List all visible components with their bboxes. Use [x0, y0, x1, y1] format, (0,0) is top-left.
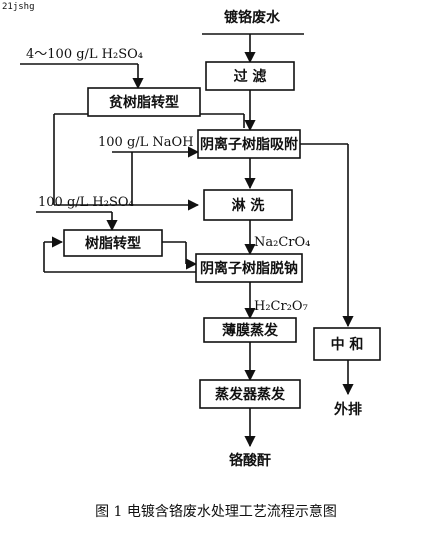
step-anion-regen-label: 阴离子树脂脱钠: [200, 260, 298, 277]
step-evaporator: 蒸发器蒸发: [199, 379, 301, 409]
step-neutralize-label: 中 和: [331, 336, 364, 353]
input-label: 镀铬废水: [224, 9, 281, 26]
step-film-evap: 薄膜蒸发: [203, 317, 297, 343]
step-resin-regen-label: 贫树脂转型: [109, 94, 179, 111]
step-rinse-label: 淋 洗: [232, 197, 265, 214]
h2so4-label: 100 g/L H₂SO₄: [38, 195, 134, 210]
step-neutralize: 中 和: [313, 327, 381, 361]
h2cr2o7-label: H₂Cr₂O₇: [254, 299, 308, 314]
watermark: 21jshg: [2, 2, 35, 12]
output-product: 铬酸酐: [229, 452, 271, 469]
acid-label: 4～100 g/L H₂SO₄: [26, 47, 143, 62]
step-resin-convert-label: 树脂转型: [85, 235, 141, 252]
step-anion-regen: 阴离子树脂脱钠: [195, 253, 303, 283]
step-film-evap-label: 薄膜蒸发: [222, 322, 279, 339]
step-resin-regen: 贫树脂转型: [87, 87, 201, 117]
step-evaporator-label: 蒸发器蒸发: [215, 386, 286, 403]
step-resin-convert: 树脂转型: [63, 229, 163, 257]
na2cro4-label: Na₂CrO₄: [254, 235, 310, 250]
connectors: [20, 33, 354, 448]
step-anion-adsorb-label: 阴离子树脂吸附: [200, 136, 298, 153]
step-anion-adsorb: 阴离子树脂吸附: [197, 129, 301, 159]
step-filter-label: 过 滤: [234, 68, 267, 85]
step-rinse: 淋 洗: [203, 189, 293, 221]
figure-caption: 图 1 电镀含铬废水处理工艺流程示意图: [95, 503, 337, 520]
output-discharge: 外排: [334, 401, 362, 418]
naoh-label: 100 g/L NaOH: [98, 135, 194, 150]
step-filter: 过 滤: [205, 61, 295, 91]
